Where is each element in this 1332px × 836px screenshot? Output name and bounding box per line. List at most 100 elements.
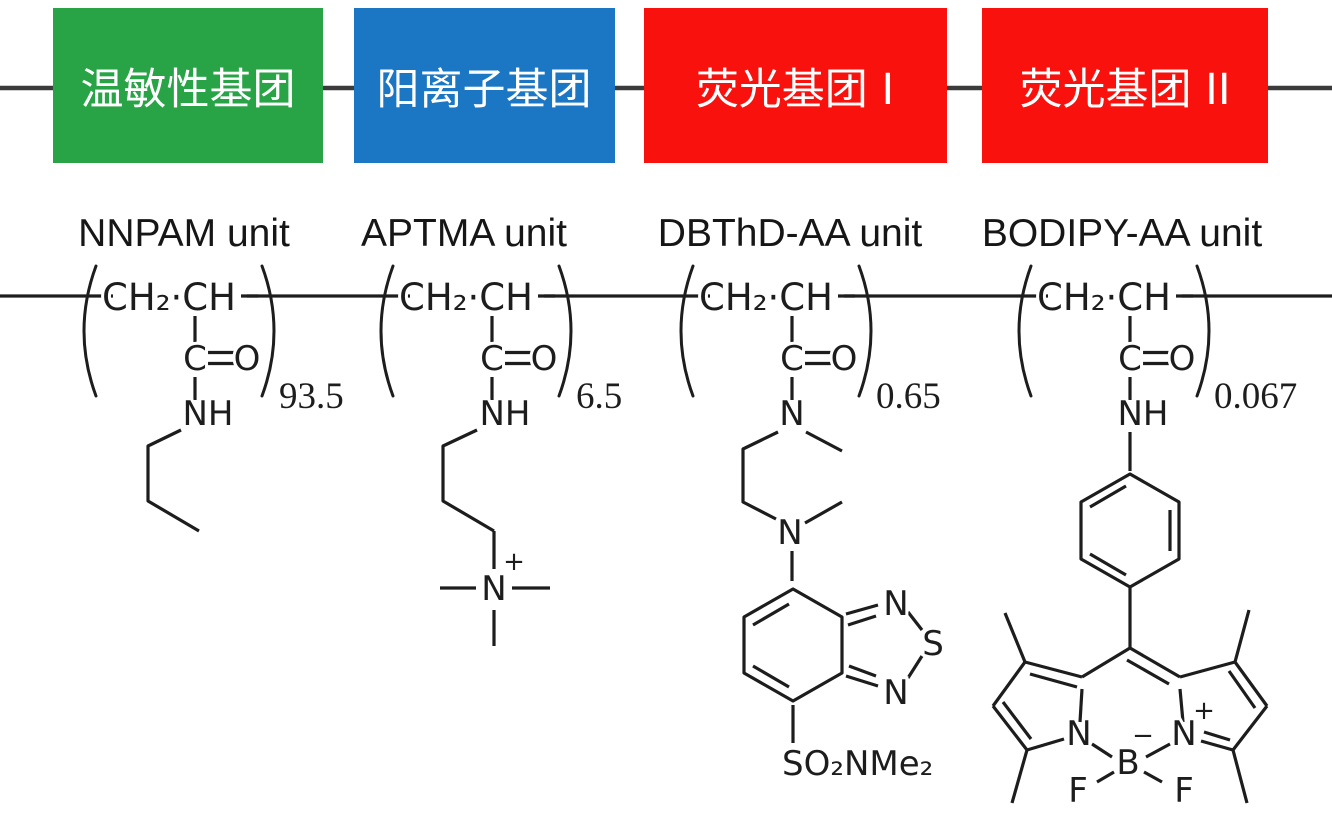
amide-nh: NH [183, 394, 234, 434]
ring-n-lower: N [883, 673, 908, 713]
phenylene-ring [1079, 432, 1181, 648]
double-bond [848, 664, 877, 678]
ratio-subscript: 0.65 [876, 376, 941, 417]
ring-n-upper: N [883, 584, 908, 624]
ratio-subscript: 0.067 [1214, 376, 1297, 417]
sulfonamide-label: SO₂NMe₂ [782, 744, 933, 784]
minus-charge: − [1132, 721, 1154, 751]
propyl-chain [146, 428, 200, 533]
amide-group: C O NH [477, 316, 560, 437]
amide-group: C O N [776, 316, 860, 437]
carbonyl-c: C [183, 339, 207, 379]
carbonyl-o: O [831, 339, 858, 379]
sulfonamide-group: SO₂NMe₂ [779, 705, 936, 787]
double-bond [1029, 672, 1078, 689]
ethylene-chain [741, 430, 779, 521]
carbonyl-c: C [780, 339, 804, 379]
meso-bond [1081, 646, 1131, 679]
s-n-bond [906, 655, 924, 679]
quaternary-n: N [481, 569, 506, 609]
open-paren [679, 264, 695, 398]
double-bond [1089, 484, 1127, 509]
ring-bond [1078, 688, 1084, 723]
unit-label-aptma: APTMA unit [361, 212, 567, 255]
amide-n: N [779, 394, 804, 434]
ring-bond [1179, 660, 1236, 679]
amide-group: C O NH [180, 316, 263, 437]
methyl-bond [1231, 749, 1249, 804]
plus-charge: + [503, 547, 525, 577]
double-bond [847, 614, 877, 627]
carbonyl-o: O [1169, 339, 1196, 379]
double-bond [1227, 670, 1257, 709]
carbonyl-o: O [531, 339, 558, 379]
double-bond [1089, 552, 1127, 577]
double-bond [752, 602, 790, 627]
dbthd-repeat-unit: CH₂·CH 0.65 C O N N N [679, 264, 947, 787]
double-bond [1203, 730, 1231, 742]
n-s-bond [906, 611, 924, 631]
benzothiadiazole-ring: N S N [742, 581, 947, 716]
legend-box-fluorophore-1 [644, 8, 947, 163]
amide-nh: NH [480, 394, 531, 434]
close-paren [557, 264, 573, 398]
c-n-bond [845, 603, 879, 616]
ring-bond [1200, 739, 1234, 752]
unit-labels: NNPAM unit APTMA unit DBThD-AA unit BODI… [78, 212, 1262, 255]
fluorine-right: F [1174, 771, 1194, 811]
formula-backdrop [710, 284, 844, 314]
legend-label-fluorophore-2: 荧光基团 II [1019, 65, 1230, 115]
propylene-chain [441, 428, 495, 533]
ratio-subscript: 93.5 [279, 376, 344, 417]
unit-label-nnpam: NNPAM unit [78, 212, 290, 255]
legend-boxes: 温敏性基团 阳离子基团 荧光基团 I 荧光基团 II [53, 8, 1268, 163]
benzene-ring [1079, 472, 1181, 589]
b-f-bond [1096, 770, 1115, 784]
amine-n: N [777, 513, 802, 553]
legend-label-cationic: 阳离子基团 [377, 65, 592, 115]
bodipy-repeat-unit: CH₂·CH 0.067 C O NH [991, 264, 1297, 814]
amide-group: C O NH [1115, 316, 1198, 437]
unit-label-bodipy: BODIPY-AA unit [982, 212, 1263, 255]
repeat-formula: CH₂·CH [1037, 276, 1171, 319]
carbonyl-o: O [234, 339, 261, 379]
formula-backdrop [113, 284, 247, 314]
ring-bond [1026, 737, 1065, 752]
legend-label-thermoresponsive: 温敏性基团 [81, 65, 296, 115]
pyrrole-n: N [1066, 714, 1091, 754]
meso-bond [1129, 646, 1181, 679]
open-paren [82, 264, 98, 398]
bodipy-core: N N + B − F F [991, 609, 1269, 814]
formula-backdrop [410, 284, 544, 314]
ratio-subscript: 6.5 [576, 376, 622, 417]
ring-bond [1233, 661, 1269, 707]
benzene-ring [742, 587, 844, 703]
methyl-bond [804, 500, 843, 525]
n-b-bond [1145, 742, 1171, 759]
double-bond [752, 664, 790, 689]
legend-box-thermoresponsive [53, 8, 323, 163]
ring-bond [991, 661, 1027, 707]
open-paren [1017, 264, 1033, 398]
c-n-bond [845, 674, 879, 688]
carbonyl-c: C [1118, 339, 1142, 379]
trimethylammonium-group: N + [440, 428, 550, 646]
fluorine-left: F [1068, 771, 1088, 811]
unit-label-dbthd: DBThD-AA unit [658, 212, 923, 255]
close-paren [1195, 264, 1211, 398]
methyl-bond [1003, 612, 1027, 663]
plus-charge: + [1193, 696, 1215, 726]
ring-bond [1178, 688, 1185, 723]
legend-box-cationic [354, 8, 615, 163]
n-b-bond [1091, 742, 1113, 759]
methyl-bond [805, 430, 843, 453]
aptma-repeat-unit: CH₂·CH 6.5 C O NH N + [379, 264, 622, 646]
carbonyl-c: C [480, 339, 504, 379]
diamine-linker: N [741, 430, 843, 581]
nnpam-repeat-unit: CH₂·CH 93.5 C O NH [82, 264, 344, 533]
methyl-bond [1233, 609, 1251, 663]
open-paren [379, 264, 395, 398]
repeat-formula: CH₂·CH [699, 276, 833, 319]
